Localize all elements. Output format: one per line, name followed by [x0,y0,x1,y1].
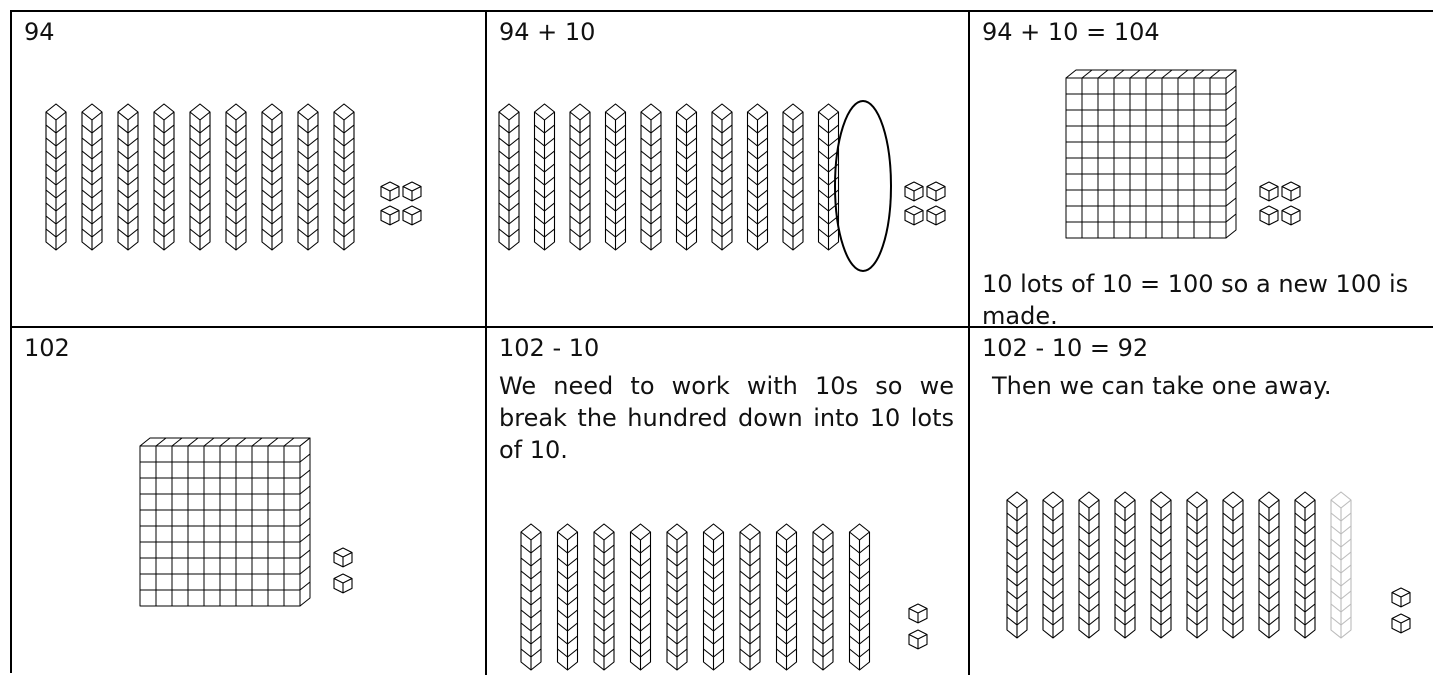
one-cube [1282,206,1300,225]
ten-rod [740,524,760,670]
one-cube [905,182,923,201]
ten-rod [641,104,661,250]
ten-rod [1115,492,1135,638]
ten-rod [748,104,768,250]
ten-rod [677,104,697,250]
ten-rod [1079,492,1099,638]
ten-rod [606,104,626,250]
cell-102: 102 [12,328,487,675]
one-cube [905,206,923,225]
one-cube [403,206,421,225]
ten-rod [262,104,282,250]
cell-note: 10 lots of 10 = 100 so a new 100 is made… [982,268,1427,328]
ten-rod [558,524,578,670]
ten-rod [1259,492,1279,638]
ten-rod [813,524,833,670]
ten-rod [1295,492,1315,638]
cell-102-minus-10: 102 - 10 We need to work with 10s so we … [487,328,970,675]
ten-rod [154,104,174,250]
ten-rod [1151,492,1171,638]
ten-rod [334,104,354,250]
base-ten-blocks-94-plus-10 [487,12,970,328]
ten-rod [118,104,138,250]
one-cube [1392,614,1410,633]
ten-rod [783,104,803,250]
ten-rod [82,104,102,250]
ten-rod [631,524,651,670]
ten-rod [850,524,870,670]
one-cube [334,574,352,593]
ten-rod [499,104,519,250]
ten-rod [46,104,66,250]
ten-rod [1043,492,1063,638]
ten-rod [777,524,797,670]
ten-rod [594,524,614,670]
circled-ten-rod [835,101,891,271]
ten-rod [667,524,687,670]
ten-rod [535,104,555,250]
one-cube [334,548,352,567]
one-cube [1282,182,1300,201]
ten-rod [712,104,732,250]
ten-rod [570,104,590,250]
place-value-table: 94 94 + 10 94 + 10 = 104 10 lots of 10 =… [10,10,1433,673]
cell-94: 94 [12,12,487,328]
base-ten-blocks-92 [970,328,1433,675]
one-cube [381,206,399,225]
ten-rod [226,104,246,250]
one-cube [381,182,399,201]
ten-rod [1187,492,1207,638]
hundred-flat [140,438,310,606]
ten-rod [298,104,318,250]
one-cube [909,604,927,623]
cell-104-result: 94 + 10 = 104 10 lots of 10 = 100 so a n… [970,12,1433,328]
ten-rod [521,524,541,670]
ten-rod [704,524,724,670]
base-ten-blocks-102 [12,328,487,675]
one-cube [927,206,945,225]
ten-rod [1007,492,1027,638]
ten-rod [1223,492,1243,638]
one-cube [1260,182,1278,201]
cell-92-result: 102 - 10 = 92 Then we can take one away. [970,328,1433,675]
base-ten-blocks-102-exchanged [487,328,970,675]
cell-94-plus-10: 94 + 10 [487,12,970,328]
one-cube [1260,206,1278,225]
one-cube [1392,588,1410,607]
base-ten-blocks-94 [12,12,487,328]
ten-rod [1331,492,1351,638]
one-cube [403,182,421,201]
one-cube [927,182,945,201]
ten-rod [190,104,210,250]
one-cube [909,630,927,649]
hundred-flat [1066,70,1236,238]
